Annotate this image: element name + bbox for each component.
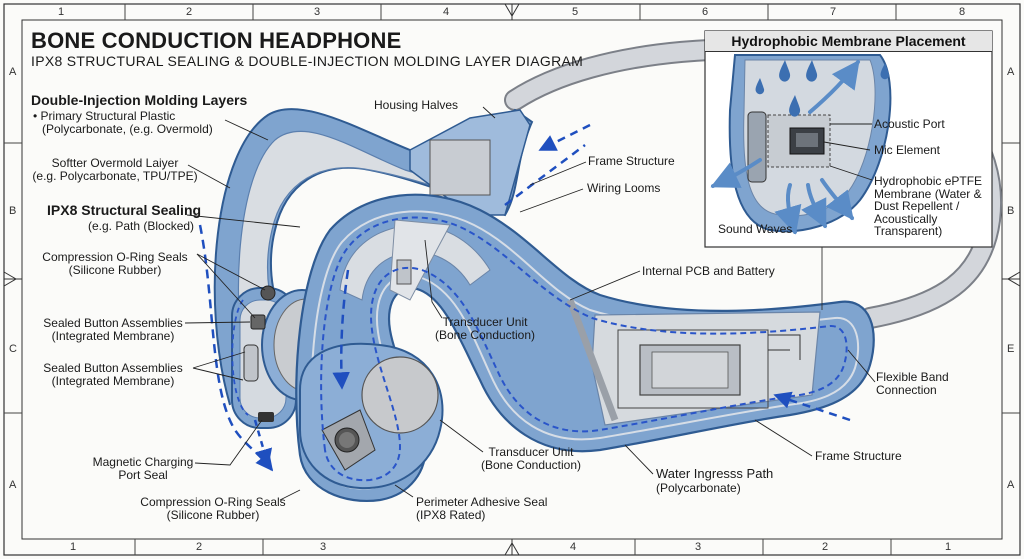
housing-halves-label: Housing Halves [374, 98, 459, 112]
water-path-arrow-5 [504, 144, 586, 206]
molding-layers-heading: Double-Injection Molding Layers [31, 92, 248, 108]
leader-lines [184, 106, 876, 501]
grid-top-6: 6 [702, 6, 709, 18]
grid-bottom-3: 3 [320, 541, 327, 553]
internal-pcb-label: Internal PCB and Battery [642, 264, 775, 278]
grid-right-4: A [1007, 479, 1015, 491]
diagram-title: BONE CONDUCTION HEADPHONE [31, 28, 402, 53]
water-path-arrow-3 [253, 419, 273, 467]
flexible-band-label: Flexible Band Connection [876, 370, 949, 398]
button-assemblies-1-label: Sealed Button Assemblies (Integrated Mem… [43, 316, 183, 344]
grid-left-3: C [9, 343, 17, 355]
droplet-3 [789, 95, 801, 117]
water-path-arrow-4 [538, 123, 591, 152]
droplet-4 [755, 78, 765, 95]
droplet-1 [779, 60, 791, 82]
ipx8-sealing-heading: IPX8 Structural Sealing [47, 202, 202, 218]
grid-top-5: 5 [572, 6, 579, 18]
transducer-disc [361, 356, 439, 434]
grid-left-4: A [9, 479, 17, 491]
button-seal-2 [243, 344, 259, 382]
grid-bottom-2: 2 [196, 541, 203, 553]
magnetic-charging-label: Magnetic Charging Port Seal [92, 455, 194, 483]
acoustic-port-label: Acoustic Port [874, 117, 945, 131]
grid-top-4: 4 [443, 6, 450, 18]
grid-left-1: A [9, 66, 17, 78]
frame-structure-top-label: Frame Structure [588, 154, 675, 168]
droplet-2 [806, 60, 818, 82]
grid-right-2: B [1007, 205, 1015, 217]
grid-left-2: B [9, 205, 17, 217]
oring-seal [260, 285, 276, 301]
transducer-bottom-label: Transducer Unit (Bone Conduction) [480, 445, 582, 473]
button-assemblies-2-label: Sealed Button Assemblies (Integrated Mem… [43, 361, 183, 389]
grid-top-2: 2 [186, 6, 193, 18]
primary-plastic-label: • Primary Structural Plastic (Polycarbon… [33, 109, 213, 137]
frame-ticks [4, 4, 1020, 555]
wiring-looms-label: Wiring Looms [587, 181, 661, 195]
charging-port [258, 412, 274, 422]
pcb-board [617, 329, 769, 409]
inner-cavity-upper [339, 224, 491, 301]
grid-top-1: 1 [58, 6, 65, 18]
diagram-subtitle: IPX8 STRUCTURAL SEALING & DOUBLE-INJECTI… [31, 53, 584, 69]
oring-seals-top-label: Compression O-Ring Seals (Silicone Rubbe… [42, 250, 188, 278]
grid-top-8: 8 [959, 6, 966, 18]
grid-top-3: 3 [314, 6, 321, 18]
grid-bottom-6: 2 [822, 541, 829, 553]
grid-bottom-7: 1 [945, 541, 952, 553]
sound-wave-arrows [710, 59, 860, 235]
inset-panel [704, 30, 993, 310]
wiring-channel [566, 298, 619, 422]
button-seal-1 [250, 314, 266, 330]
transducer-mid-label: Transducer Unit (Bone Conduction) [434, 315, 536, 343]
water-path-arrow-2 [198, 224, 274, 472]
grid-bottom-1: 1 [70, 541, 77, 553]
grid-right-1: A [1007, 66, 1015, 78]
perimeter-seal-line [320, 216, 848, 482]
perimeter-seal-label: Perimeter Adhesive Seal (IPX8 Rated) [416, 495, 548, 523]
droplet-5 [880, 63, 890, 80]
mic-element-label: Mic Element [874, 143, 941, 157]
overmold-layer-label: Softter Overmold Laiyer (e.g. Polycarbon… [32, 156, 198, 184]
grid-bottom-4: 4 [570, 541, 577, 553]
grid-bottom-5: 3 [695, 541, 702, 553]
sound-waves-label: Sound Waves [718, 222, 793, 236]
oring-seals-bottom-label: Compression O-Ring Seals (Silicone Rubbe… [140, 495, 286, 523]
ipx8-sealing-sub: (e.g. Path (Blocked) [88, 219, 195, 233]
inset-title: Hydrophobic Membrane Placement [705, 31, 992, 52]
water-path-arrow-1 [332, 269, 350, 390]
frame-structure-bottom-label: Frame Structure [815, 449, 902, 463]
membrane-label: Hydrophobic ePTFE Membrane (Water & Dust… [874, 174, 983, 239]
grid-top-7: 7 [830, 6, 837, 18]
centering-marks [3, 3, 1021, 556]
water-ingress-label: Water Ingresss Path (Polycarbonate) [656, 466, 774, 495]
inset-acoustic-slot [747, 111, 767, 183]
grid-right-3: E [1007, 343, 1015, 355]
